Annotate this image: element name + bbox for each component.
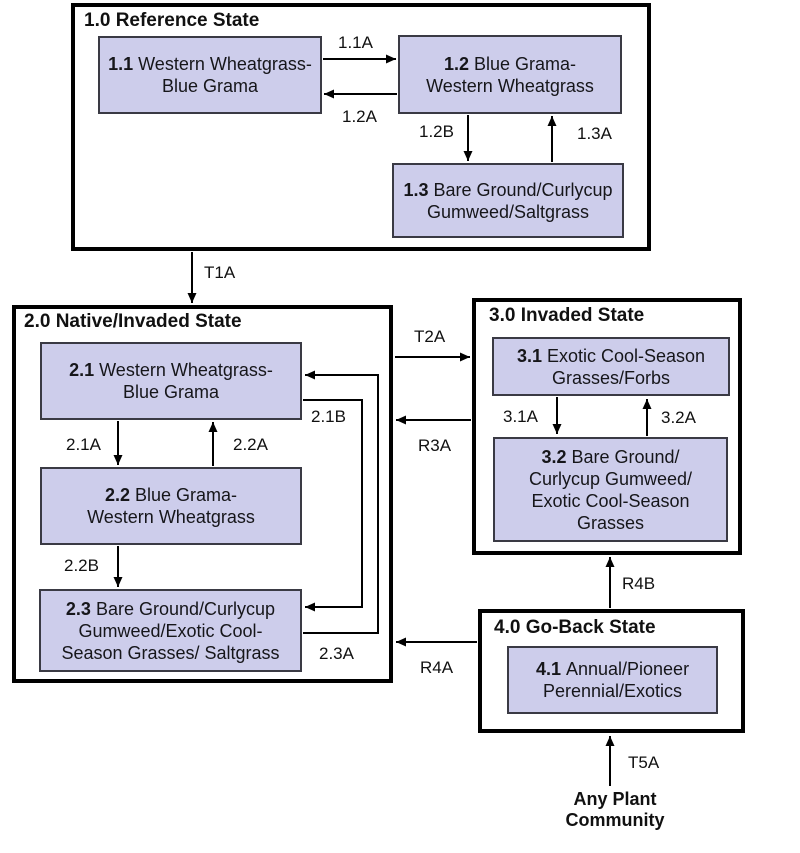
community-code-1-1: 1.1	[108, 54, 134, 74]
transition-label-t1a: T1A	[204, 263, 236, 282]
community-name-3-2: Bare Ground/ Curlycup Gumweed/ Exotic Co…	[528, 446, 693, 533]
community-code-2-3: 2.3	[65, 598, 91, 619]
transition-label-2-1b: 2.1B	[311, 407, 346, 426]
transition-label-t2a: T2A	[414, 327, 446, 346]
transition-label-2-1a: 2.1A	[66, 435, 101, 454]
community-name-1-1: Western Wheatgrass- Blue Grama	[138, 54, 312, 96]
transition-label-r3a: R3A	[418, 436, 452, 455]
community-code-3-2: 3.2	[541, 446, 567, 467]
transition-label-3-1a: 3.1A	[503, 407, 538, 426]
community-code-4-1: 4.1	[535, 659, 561, 679]
state-title-2-0: 2.0 Native/Invaded State	[24, 311, 242, 332]
community-name-1-3: Bare Ground/Curlycup Gumweed/Saltgrass	[426, 179, 613, 222]
transition-label-r4b: R4B	[622, 574, 656, 593]
community-name-3-1: Exotic Cool-Season Grasses/Forbs	[546, 345, 706, 388]
community-code-2-1: 2.1	[69, 360, 95, 380]
transition-label-r4a: R4A	[420, 658, 454, 677]
transition-label-1-2a: 1.2A	[342, 107, 377, 126]
transition-label-2-2b: 2.2B	[64, 556, 99, 575]
state-title-1-0: 1.0 Reference State	[84, 10, 260, 31]
transition-label-2-2a: 2.2A	[233, 435, 268, 454]
transition-label-t5a: T5A	[628, 753, 660, 772]
community-name-2-3: Bare Ground/Curlycup Gumweed/Exotic Cool…	[61, 598, 280, 663]
community-code-2-2: 2.2	[104, 485, 130, 505]
transition-label-2-3a: 2.3A	[319, 644, 354, 663]
state-title-3-0: 3.0 Invaded State	[489, 305, 645, 326]
any-plant-community-label: Any Plant Community	[565, 789, 665, 830]
community-name-1-2: Blue Grama- Western Wheatgrass	[426, 53, 594, 96]
community-code-3-1: 3.1	[516, 345, 542, 366]
transition-label-1-3a: 1.3A	[577, 124, 612, 143]
community-name-2-1: Western Wheatgrass- Blue Grama	[99, 360, 273, 402]
state-title-4-0: 4.0 Go-Back State	[494, 617, 656, 638]
transition-label-1-2b: 1.2B	[419, 122, 454, 141]
community-name-2-2: Blue Grama- Western Wheatgrass	[87, 485, 255, 527]
transition-label-1-1a: 1.1A	[338, 33, 373, 52]
community-code-1-3: 1.3	[403, 179, 429, 200]
community-code-1-2: 1.2	[443, 53, 469, 74]
transition-label-3-2a: 3.2A	[661, 408, 696, 427]
community-name-4-1: Annual/Pioneer Perennial/Exotics	[542, 659, 690, 701]
